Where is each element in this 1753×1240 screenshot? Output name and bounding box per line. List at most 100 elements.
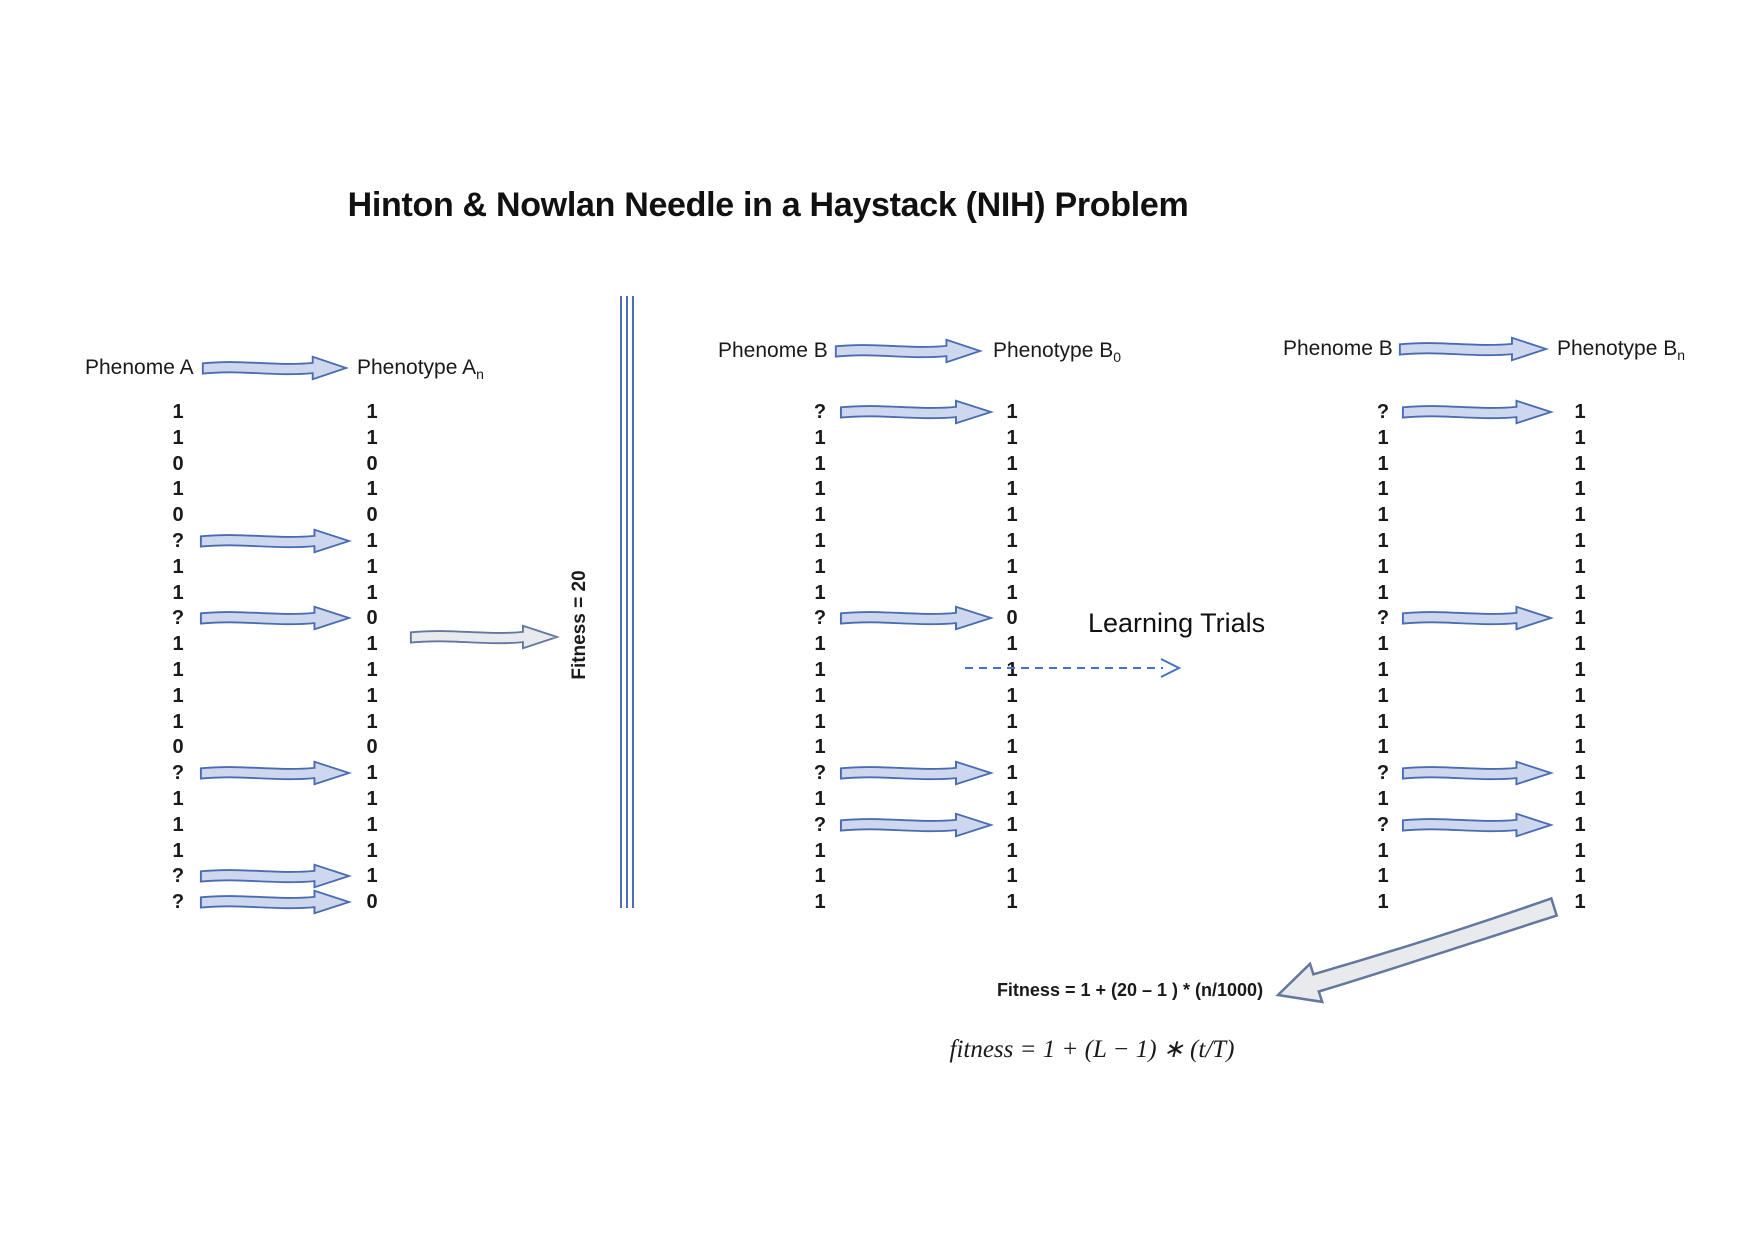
phenotype-bn-value: 1 bbox=[1574, 478, 1586, 501]
row-arrow-icon-bn bbox=[1401, 605, 1554, 631]
phenotype-b0-subscript: 0 bbox=[1113, 349, 1122, 366]
phenotype-b0-value: 1 bbox=[1006, 478, 1018, 501]
phenotype-bn-value: 1 bbox=[1574, 891, 1586, 914]
phenotype-b0-value: 1 bbox=[1006, 659, 1018, 681]
row-arrow-icon-bn bbox=[1401, 760, 1554, 786]
phenotype-bn-value: 1 bbox=[1574, 839, 1586, 862]
phenome-bn-value: 1 bbox=[1377, 839, 1389, 862]
phenome-b0-value: ? bbox=[813, 813, 827, 836]
phenotype-a-value: 1 bbox=[366, 684, 378, 707]
phenome-bn-value: 1 bbox=[1377, 478, 1389, 501]
phenotype-a-value: 1 bbox=[366, 401, 378, 423]
phenome-bn-value: 1 bbox=[1377, 865, 1389, 888]
phenotype-a-value: 1 bbox=[366, 813, 378, 836]
phenome-bn-value: 1 bbox=[1377, 633, 1389, 656]
phenotype-bn-value: 1 bbox=[1574, 736, 1586, 759]
phenotype-bn-value: 1 bbox=[1574, 401, 1586, 423]
section-divider-line bbox=[626, 296, 628, 908]
row-arrow-icon-b0 bbox=[839, 399, 994, 425]
phenome-b0-value: ? bbox=[813, 401, 827, 423]
phenome-a-value: 1 bbox=[172, 813, 184, 836]
phenotype-a-value: 1 bbox=[366, 839, 378, 862]
phenome-bn-value: 1 bbox=[1377, 581, 1389, 604]
phenome-a-value: 1 bbox=[172, 684, 184, 707]
phenotype-bn-value: 1 bbox=[1574, 581, 1586, 604]
phenotype-a-value: 1 bbox=[366, 478, 378, 501]
header-arrow-icon-b0 bbox=[834, 338, 983, 364]
phenome-bn-value: 1 bbox=[1377, 555, 1389, 578]
phenome-b0-value: 1 bbox=[814, 555, 826, 578]
row-arrow-icon-b0 bbox=[839, 812, 994, 838]
phenome-a-value: ? bbox=[171, 530, 185, 552]
phenotype-a-label: Phenotype An bbox=[357, 356, 484, 383]
section-divider-line bbox=[632, 296, 634, 908]
phenotype-a-value: 1 bbox=[366, 788, 378, 810]
phenotype-bn-value: 1 bbox=[1574, 659, 1586, 681]
phenotype-a-value: 1 bbox=[366, 581, 378, 604]
phenome-b0-value: 1 bbox=[814, 530, 826, 552]
phenome-bn-value: 1 bbox=[1377, 530, 1389, 552]
phenotype-b0-value: 1 bbox=[1006, 530, 1018, 552]
phenotype-a-value: 1 bbox=[366, 762, 378, 785]
phenotype-bn-value: 1 bbox=[1574, 426, 1586, 449]
row-arrow-icon-b0 bbox=[839, 605, 994, 631]
phenotype-a-value: 0 bbox=[366, 736, 378, 759]
phenome-a-value: ? bbox=[171, 865, 185, 888]
phenotype-b0-value: 1 bbox=[1006, 581, 1018, 604]
fitness-result-arrow-icon bbox=[1275, 896, 1559, 1004]
phenotype-b0-value: 1 bbox=[1006, 865, 1018, 888]
phenome-b0-value: 1 bbox=[814, 865, 826, 888]
phenome-b0-value: 1 bbox=[814, 426, 826, 449]
phenome-b0-value: 1 bbox=[814, 891, 826, 914]
phenome-a-value: 0 bbox=[172, 452, 184, 475]
phenome-a-value: 1 bbox=[172, 581, 184, 604]
phenome-b0-value: 1 bbox=[814, 736, 826, 759]
phenotype-bn-value: 1 bbox=[1574, 788, 1586, 810]
phenome-a-value: 1 bbox=[172, 839, 184, 862]
row-arrow-icon-bn bbox=[1401, 399, 1554, 425]
phenome-b0-value: 1 bbox=[814, 659, 826, 681]
phenome-bn-value: ? bbox=[1376, 401, 1390, 423]
phenome-a-value: 1 bbox=[172, 633, 184, 656]
phenome-b0-value: ? bbox=[813, 607, 827, 630]
phenotype-b0-value: 1 bbox=[1006, 891, 1018, 914]
phenotype-b0-value: 1 bbox=[1006, 555, 1018, 578]
row-arrow-icon-a bbox=[199, 528, 352, 554]
phenome-bn-value: ? bbox=[1376, 813, 1390, 836]
phenotype-a-value: 0 bbox=[366, 607, 378, 630]
diagram-title: Hinton & Nowlan Needle in a Haystack (NI… bbox=[347, 186, 1189, 224]
phenome-b0-value: 1 bbox=[814, 839, 826, 862]
phenome-a-value: 1 bbox=[172, 426, 184, 449]
phenotype-bn-value: 1 bbox=[1574, 813, 1586, 836]
header-arrow-icon-bn bbox=[1398, 336, 1549, 362]
phenome-bn-value: 1 bbox=[1377, 891, 1389, 914]
phenome-bn-value: 1 bbox=[1377, 736, 1389, 759]
phenotype-bn-value: 1 bbox=[1574, 684, 1586, 707]
phenotype-b0-value: 1 bbox=[1006, 736, 1018, 759]
header-arrow-icon-a bbox=[201, 355, 349, 381]
phenotype-b0-value: 1 bbox=[1006, 710, 1018, 733]
phenome-a-value: 1 bbox=[172, 401, 184, 423]
section-divider-line bbox=[620, 296, 622, 908]
phenome-bn-value: ? bbox=[1376, 607, 1390, 630]
phenome-bn-value: 1 bbox=[1377, 504, 1389, 527]
phenotype-bn-value: 1 bbox=[1574, 504, 1586, 527]
phenome-a-value: 1 bbox=[172, 478, 184, 501]
phenotype-b0-value: 0 bbox=[1006, 607, 1018, 630]
phenotype-a-value: 1 bbox=[366, 426, 378, 449]
phenome-b0-value: 1 bbox=[814, 684, 826, 707]
phenotype-b0-label: Phenotype B0 bbox=[993, 339, 1122, 366]
phenotype-bn-value: 1 bbox=[1574, 710, 1586, 733]
phenome-bn-value: 1 bbox=[1377, 710, 1389, 733]
phenotype-a-subscript: n bbox=[476, 366, 484, 383]
phenome-a-label: Phenome A bbox=[85, 356, 194, 379]
phenome-a-value: 1 bbox=[172, 555, 184, 578]
phenome-a-value: 1 bbox=[172, 710, 184, 733]
phenome-b0-value: 1 bbox=[814, 581, 826, 604]
phenome-a-value: ? bbox=[171, 891, 185, 914]
phenome-b0-value: 1 bbox=[814, 788, 826, 810]
phenotype-b0-value: 1 bbox=[1006, 788, 1018, 810]
phenotype-b0-value: 1 bbox=[1006, 813, 1018, 836]
phenome-bn-value: 1 bbox=[1377, 426, 1389, 449]
